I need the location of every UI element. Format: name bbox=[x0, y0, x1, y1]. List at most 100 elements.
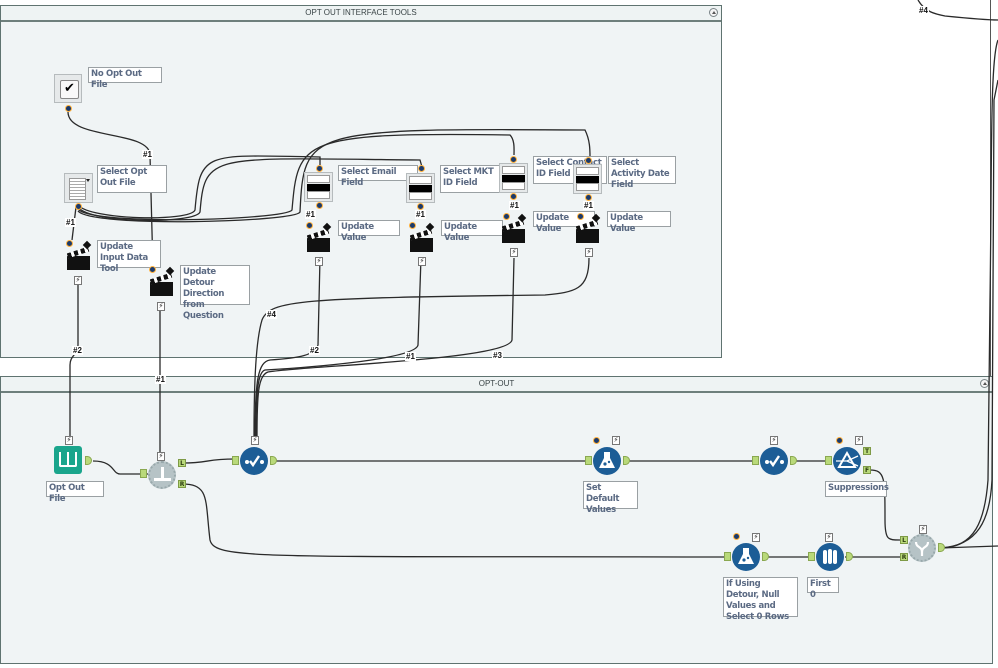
detour-end-tool[interactable] bbox=[908, 534, 936, 562]
question-anchor-icon bbox=[409, 222, 416, 229]
event-anchor-icon: ⚡ bbox=[157, 452, 165, 461]
container-header[interactable]: OPT-OUT bbox=[1, 377, 992, 393]
detour-tool[interactable] bbox=[148, 461, 176, 489]
question-anchor-icon bbox=[65, 105, 72, 112]
connection-label: #2 bbox=[72, 346, 83, 355]
input-anchor[interactable] bbox=[140, 469, 147, 478]
container-opt-out: OPT-OUT bbox=[0, 376, 993, 664]
dropdown-icon bbox=[307, 175, 330, 199]
connection-label: #3 bbox=[492, 351, 503, 360]
tool-label: Opt Out File bbox=[46, 481, 104, 504]
question-anchor-icon bbox=[510, 193, 517, 200]
dropdown-tool[interactable] bbox=[499, 163, 528, 193]
input-anchor[interactable] bbox=[808, 552, 815, 561]
question-anchor-icon bbox=[417, 203, 424, 210]
event-anchor-icon: ⚡ bbox=[825, 533, 833, 542]
question-anchor-icon bbox=[585, 194, 592, 201]
canvas-edge-line bbox=[990, 0, 991, 376]
input-anchor-left[interactable]: L bbox=[900, 536, 908, 544]
connection-label: #1 bbox=[305, 210, 316, 219]
file-browse-icon bbox=[69, 178, 86, 200]
clapperboard-icon bbox=[502, 229, 525, 243]
action-tool[interactable] bbox=[149, 266, 175, 298]
event-anchor-icon: ⚡ bbox=[770, 436, 778, 445]
action-tool[interactable] bbox=[575, 213, 601, 245]
question-anchor-icon bbox=[585, 157, 592, 164]
detour-icon bbox=[161, 467, 164, 481]
select-tool[interactable] bbox=[240, 447, 268, 475]
output-anchor-true[interactable]: T bbox=[863, 447, 871, 455]
dropdown-icon bbox=[576, 167, 599, 191]
book-icon bbox=[59, 452, 77, 467]
output-anchor[interactable] bbox=[762, 552, 769, 561]
action-tool[interactable] bbox=[501, 213, 527, 245]
sample-icon bbox=[823, 549, 837, 564]
event-anchor-icon: ⚡ bbox=[418, 257, 426, 266]
question-anchor-icon bbox=[418, 165, 425, 172]
question-anchor-icon bbox=[503, 213, 510, 220]
action-tool[interactable] bbox=[306, 222, 332, 254]
output-anchor[interactable] bbox=[846, 552, 853, 561]
question-anchor-icon bbox=[306, 222, 313, 229]
question-anchor-icon bbox=[75, 203, 82, 210]
input-anchor[interactable] bbox=[752, 456, 759, 465]
question-anchor-icon bbox=[577, 213, 584, 220]
dropdown-tool[interactable] bbox=[573, 164, 602, 194]
dropdown-tool[interactable] bbox=[406, 173, 435, 203]
flask-icon bbox=[738, 548, 754, 564]
tool-label: No Opt Out File bbox=[88, 67, 162, 90]
action-tool[interactable] bbox=[409, 222, 435, 254]
action-tool[interactable] bbox=[66, 240, 92, 272]
tool-label: Update Input Data Tool bbox=[97, 240, 161, 274]
checkbox-tool[interactable]: ✔ bbox=[54, 74, 82, 103]
select-check-icon bbox=[765, 455, 784, 468]
input-anchor[interactable] bbox=[825, 456, 832, 465]
event-anchor-icon: ⚡ bbox=[510, 248, 518, 257]
dropdown-arrow-icon bbox=[86, 179, 90, 182]
tool-label: Update Detour Direction from Question bbox=[180, 265, 250, 321]
sample-tool[interactable] bbox=[816, 543, 844, 571]
container-title: OPT-OUT bbox=[478, 379, 515, 388]
output-anchor[interactable] bbox=[790, 456, 797, 465]
select-tool[interactable] bbox=[760, 447, 788, 475]
input-anchor[interactable] bbox=[724, 552, 731, 561]
dropdown-tool[interactable] bbox=[304, 172, 333, 202]
dropdown-icon bbox=[409, 176, 432, 200]
event-anchor-icon: ⚡ bbox=[65, 436, 73, 445]
connection-label: #4 bbox=[918, 6, 929, 15]
output-anchor-false[interactable]: F bbox=[863, 466, 871, 474]
connection-label: #1 bbox=[415, 210, 426, 219]
output-anchor[interactable] bbox=[938, 543, 945, 552]
container-title: OPT OUT INTERFACE TOOLS bbox=[305, 8, 417, 17]
event-anchor-icon: ⚡ bbox=[855, 436, 863, 445]
connection-label: #4 bbox=[266, 310, 277, 319]
output-anchor-left[interactable]: L bbox=[178, 459, 186, 467]
connection-wire bbox=[917, 0, 998, 21]
tool-label: Suppressions bbox=[825, 481, 889, 497]
clapperboard-icon bbox=[410, 238, 433, 252]
tool-label: First 0 bbox=[807, 577, 839, 600]
tool-label: Select Opt Out File bbox=[97, 165, 167, 193]
formula-tool[interactable] bbox=[732, 543, 760, 571]
formula-tool[interactable] bbox=[593, 447, 621, 475]
collapse-button[interactable] bbox=[709, 8, 718, 17]
tool-label: Update Value bbox=[338, 220, 400, 243]
collapse-button[interactable] bbox=[980, 379, 989, 388]
event-anchor-icon: ⚡ bbox=[251, 436, 259, 445]
filter-tool[interactable] bbox=[833, 447, 861, 475]
input-anchor[interactable] bbox=[585, 456, 592, 465]
output-anchor[interactable] bbox=[85, 456, 92, 465]
question-anchor-icon bbox=[836, 437, 843, 444]
input-data-tool[interactable] bbox=[54, 446, 82, 474]
container-header[interactable]: OPT OUT INTERFACE TOOLS bbox=[1, 6, 721, 22]
input-anchor[interactable] bbox=[232, 456, 239, 465]
tool-label: Update Value bbox=[607, 211, 671, 234]
output-anchor[interactable] bbox=[270, 456, 277, 465]
connection-label: #1 bbox=[509, 201, 520, 210]
event-anchor-icon: ⚡ bbox=[919, 525, 927, 534]
output-anchor-right[interactable]: R bbox=[178, 480, 186, 488]
input-anchor-right[interactable]: R bbox=[900, 553, 908, 561]
output-anchor[interactable] bbox=[623, 456, 630, 465]
event-anchor-icon: ⚡ bbox=[585, 248, 593, 257]
file-browse-tool[interactable] bbox=[64, 173, 93, 203]
